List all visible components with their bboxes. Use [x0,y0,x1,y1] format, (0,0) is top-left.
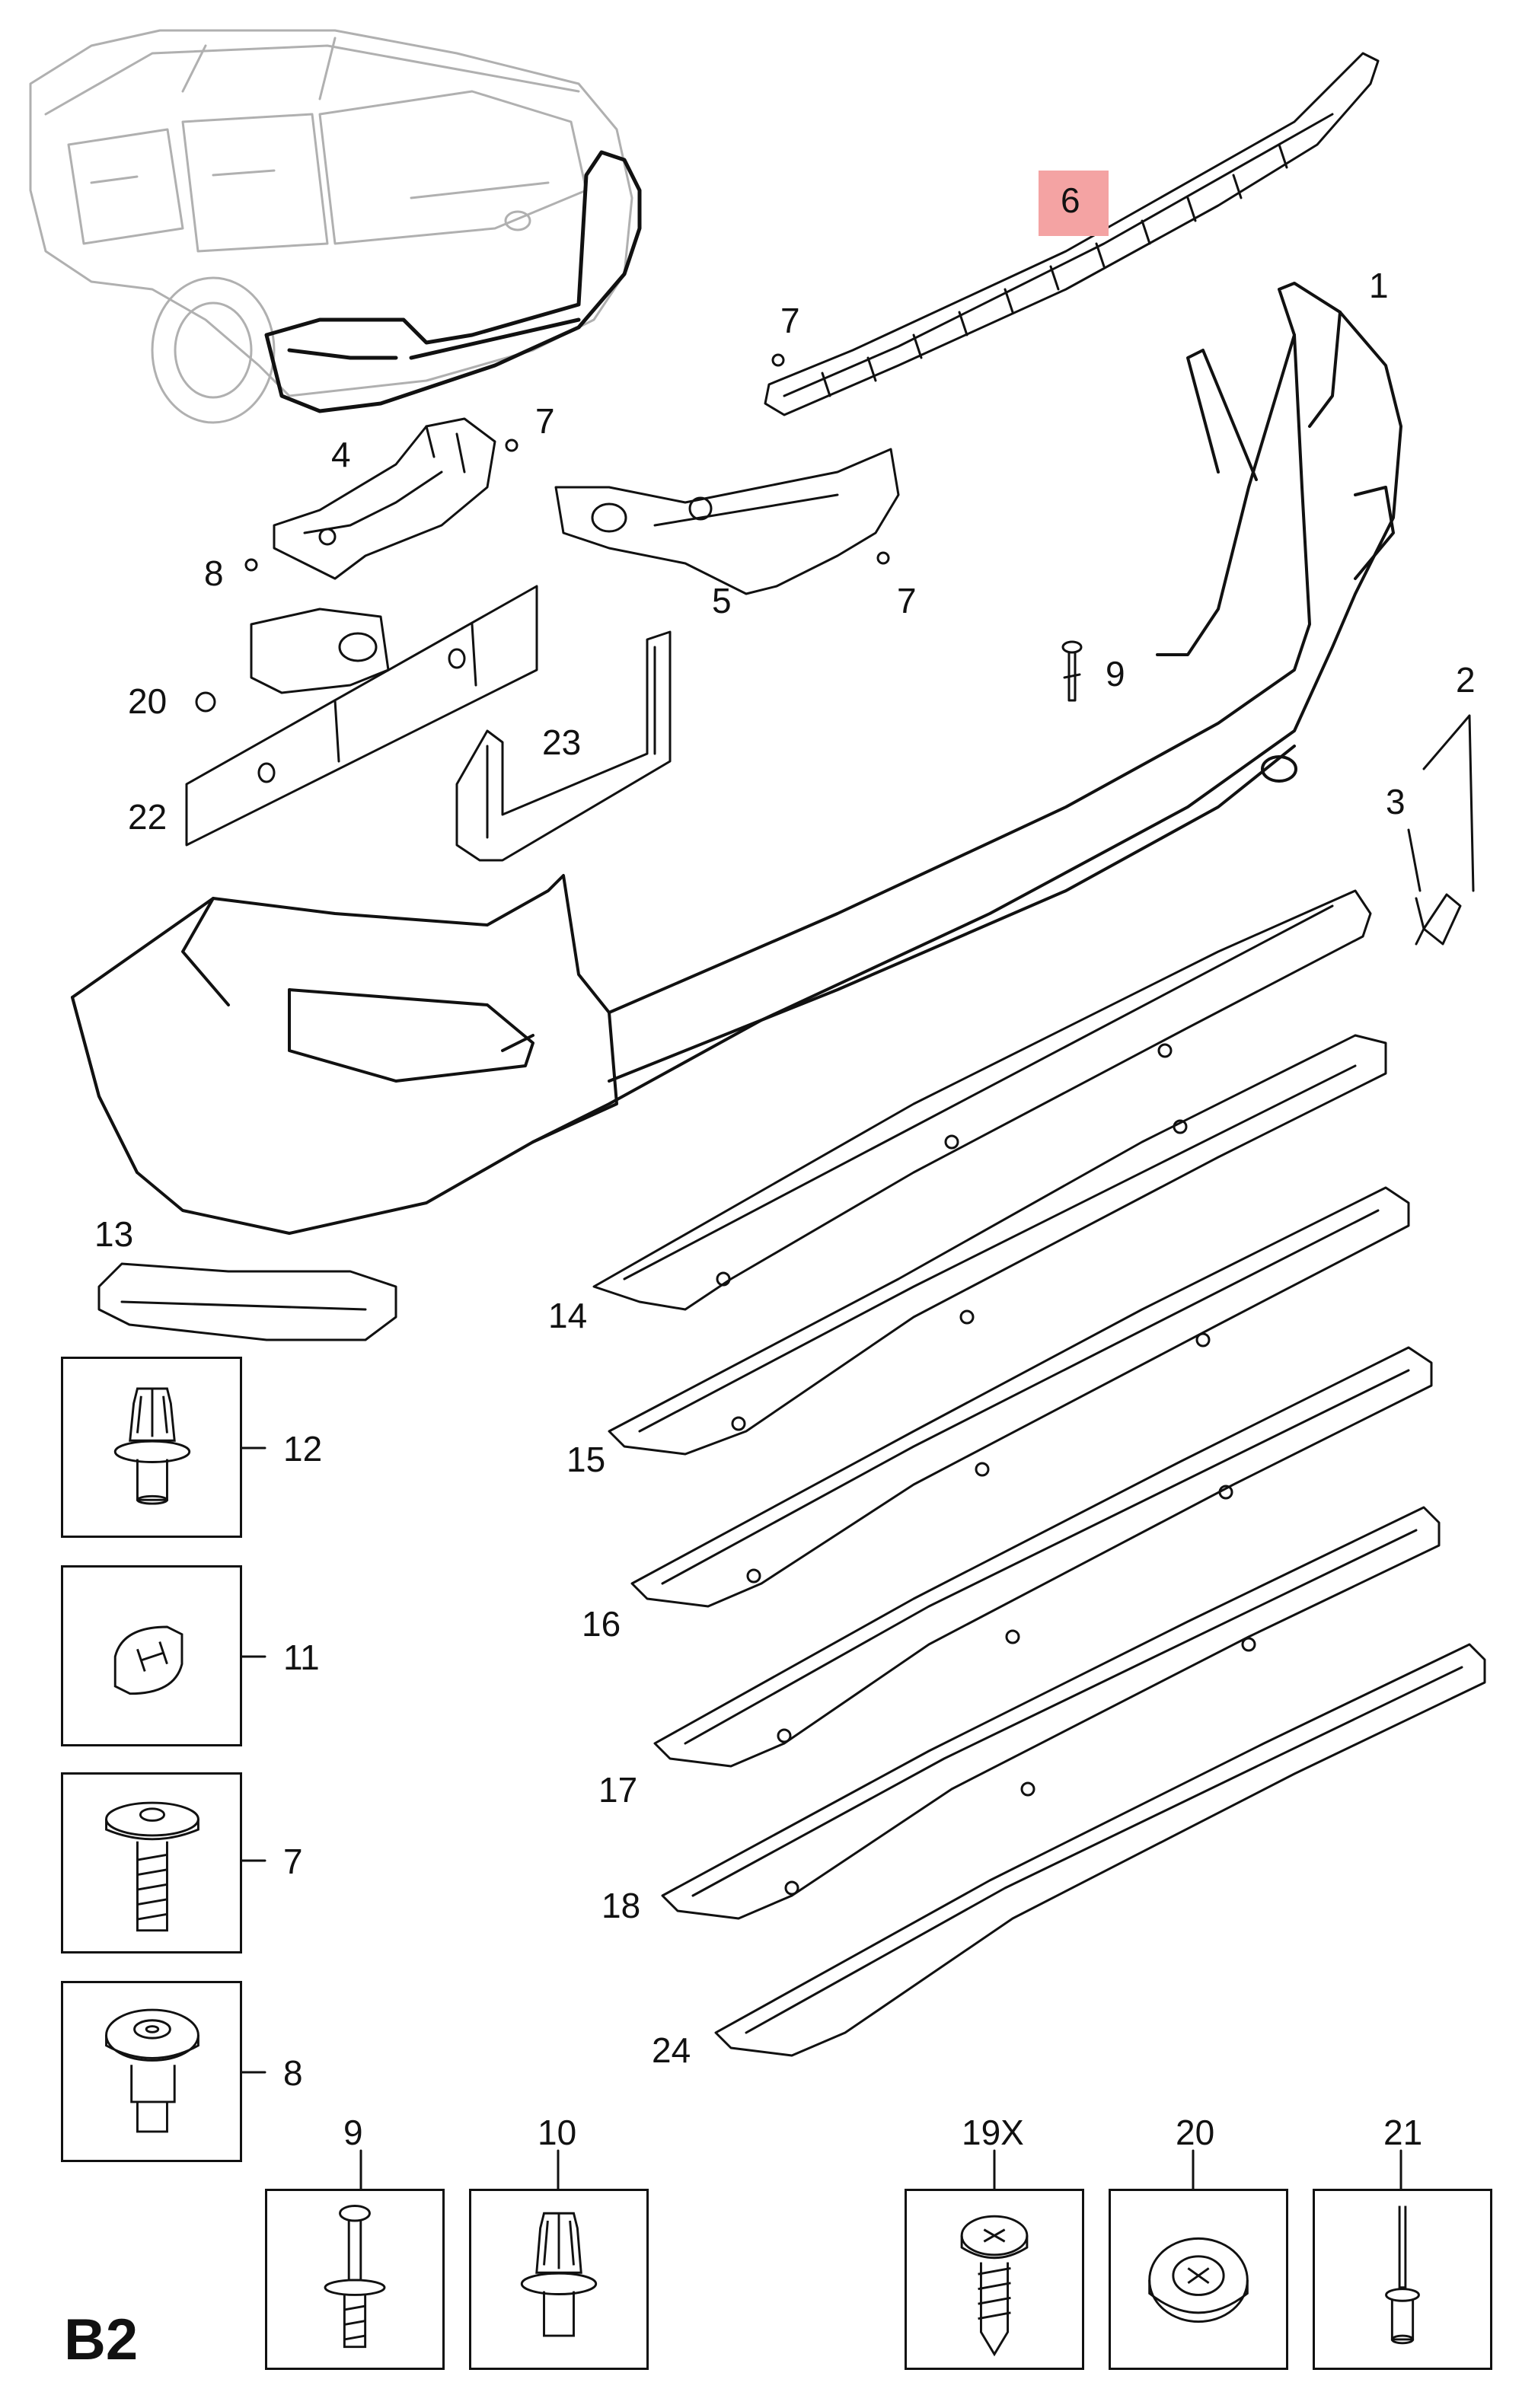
speed-nut-icon [1148,2237,1249,2323]
callout-9[interactable]: 9 [1106,654,1125,694]
callout-3[interactable]: 3 [1386,782,1406,821]
callout-1[interactable]: 1 [1369,266,1389,305]
box-label-21: 21 [1383,2113,1423,2152]
spring-nut-icon [113,1625,183,1695]
leader-2 [1422,714,1475,892]
part-8-rivet [244,558,258,572]
fastener-box-11[interactable] [61,1565,242,1746]
callout-23[interactable]: 23 [542,722,582,762]
part-20-foam-block [250,608,390,694]
part-5-bracket [554,448,900,595]
callout-20[interactable]: 20 [128,681,168,721]
part-9-rivet-small [1061,640,1083,702]
expansion-rivet-icon [324,2205,386,2349]
box-label-8: 8 [283,2053,303,2093]
callout-15[interactable]: 15 [566,1440,606,1479]
vehicle-bumper-highlight [264,150,642,413]
box-label-7: 7 [283,1842,303,1881]
part-20-nut [195,691,216,713]
part-7-screw-a [505,439,519,452]
box-label-19x: 19X [962,2113,1024,2152]
callout-24[interactable]: 24 [652,2030,691,2070]
callout-16[interactable]: 16 [582,1604,621,1644]
box-label-10: 10 [538,2113,577,2152]
fastener-box-10[interactable] [469,2189,649,2370]
step-plate-18 [661,1506,1441,1920]
step-plate-24 [714,1643,1486,2057]
callout-4[interactable]: 4 [331,435,351,474]
part-4-bracket [273,417,496,580]
diagram-code: B2 [64,2308,139,2372]
part-2-cap [1422,893,1462,946]
callout-6[interactable]: 6 [1061,180,1080,220]
fastener-box-7[interactable] [61,1772,242,1954]
part-7-screw-b [771,353,785,367]
callout-7-right[interactable]: 7 [897,581,917,620]
callout-7-top[interactable]: 7 [780,301,800,340]
leader-3 [1407,828,1422,892]
box-label-20: 20 [1176,2113,1215,2152]
push-clip-icon [113,1387,191,1505]
callout-17[interactable]: 17 [598,1770,638,1810]
part-6-carrier [764,52,1380,416]
callout-14[interactable]: 14 [548,1296,588,1335]
vehicle-outline [29,29,633,424]
push-clip-icon [520,2212,598,2337]
callout-8[interactable]: 8 [204,553,224,593]
callout-18[interactable]: 18 [601,1886,641,1925]
step-plate-16 [630,1186,1410,1608]
fastener-box-12[interactable] [61,1357,242,1538]
step-plate-15 [608,1034,1387,1456]
part-22-plate [185,585,538,847]
fastener-box-8[interactable] [61,1981,242,2162]
step-plate-14 [592,889,1372,1311]
callout-13[interactable]: 13 [94,1214,134,1254]
part-23-bracket [455,630,672,862]
fastener-box-21[interactable] [1313,2189,1492,2370]
box-label-11: 11 [283,1638,320,1677]
step-plate-17 [653,1346,1433,1768]
flange-screw-icon [105,1801,199,1932]
part-7-screw-c [876,551,890,565]
tapping-screw-icon [960,2215,1029,2357]
blind-rivet-icon [1385,2205,1420,2345]
callout-22[interactable]: 22 [128,797,168,837]
callout-5[interactable]: 5 [712,581,732,620]
box-label-9: 9 [343,2113,363,2152]
highlight-part-6 [1039,171,1109,236]
callout-7-left[interactable]: 7 [535,401,555,441]
fastener-box-20[interactable] [1109,2189,1288,2370]
fastener-box-19x[interactable] [905,2189,1084,2370]
part-13-trim [97,1262,397,1341]
fastener-box-9[interactable] [265,2189,445,2370]
part-3-screw [1415,897,1425,946]
box-label-12: 12 [283,1429,323,1469]
plastic-rivet-icon [105,2008,199,2133]
part-1-bumper-cover [71,282,1402,1235]
callout-2[interactable]: 2 [1456,660,1476,700]
